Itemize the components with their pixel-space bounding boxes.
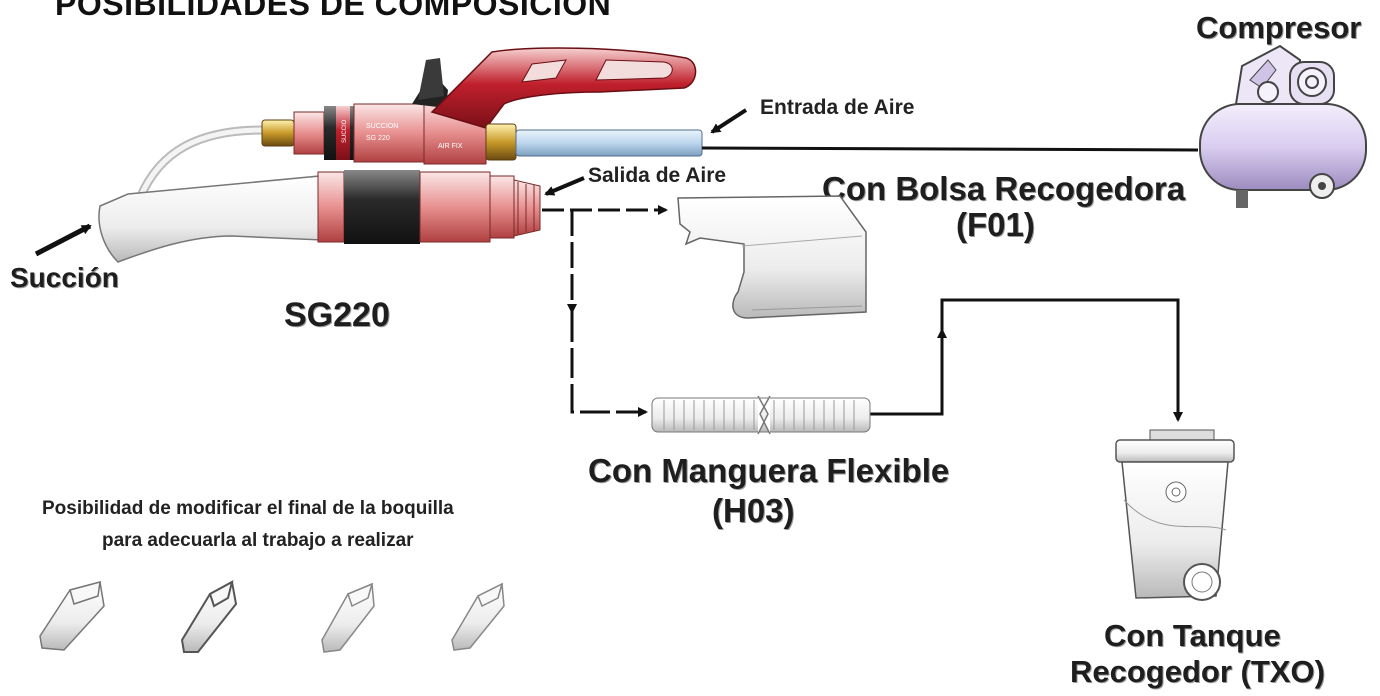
flexible-hose <box>651 395 871 435</box>
salida-aire-label: Salida de Aire <box>588 164 727 187</box>
bolsa-code-label: (F01) <box>956 206 1035 243</box>
body-label-1: SUCCION <box>366 123 398 130</box>
airfix-label: AIR FIX <box>438 143 463 150</box>
collection-bag <box>677 195 867 319</box>
salida-pointer <box>544 176 585 196</box>
nozzle-tip <box>98 175 323 263</box>
ring-label: SUCCIO <box>342 119 348 143</box>
air-line <box>701 146 1199 152</box>
bolsa-label: Con Bolsa Recogedora <box>822 170 1186 207</box>
manguera-code-label: (H03) <box>712 492 795 529</box>
lower-collar <box>344 170 420 244</box>
caption-line-2: para adecuarla al trabajo a realizar <box>102 530 414 551</box>
page-title: POSIBILIDADES DE COMPOSICIÓN <box>55 0 612 22</box>
manguera-label: Con Manguera Flexible <box>588 452 950 489</box>
nozzle-option-1 <box>39 580 105 651</box>
caption-line-1: Posibilidad de modificar el final de la … <box>42 498 454 519</box>
compressor-icon <box>1199 44 1367 208</box>
succion-pointer <box>34 223 92 257</box>
outlet-lines <box>542 205 1183 422</box>
sg220-device: SUCCION SG 220 SUCCIO AIR FIX <box>98 47 697 263</box>
entrada-pointer <box>710 108 748 134</box>
model-label: SG220 <box>284 296 390 334</box>
nozzle-option-4 <box>451 582 505 651</box>
entrada-aire-label: Entrada de Aire <box>760 96 915 119</box>
nozzle-option-2 <box>180 580 238 653</box>
collection-tank-icon <box>1115 429 1235 601</box>
tanque-label: Con Tanque <box>1104 618 1281 653</box>
tanque-code-label: Recogedor (TXO) <box>1070 654 1325 689</box>
upper-body <box>353 103 425 163</box>
compresor-label: Compresor <box>1196 10 1362 45</box>
nozzle-option-3 <box>321 582 375 653</box>
body-label-2: SG 220 <box>366 135 390 142</box>
air-inlet-hose <box>515 129 703 157</box>
succion-label: Succión <box>10 262 119 293</box>
